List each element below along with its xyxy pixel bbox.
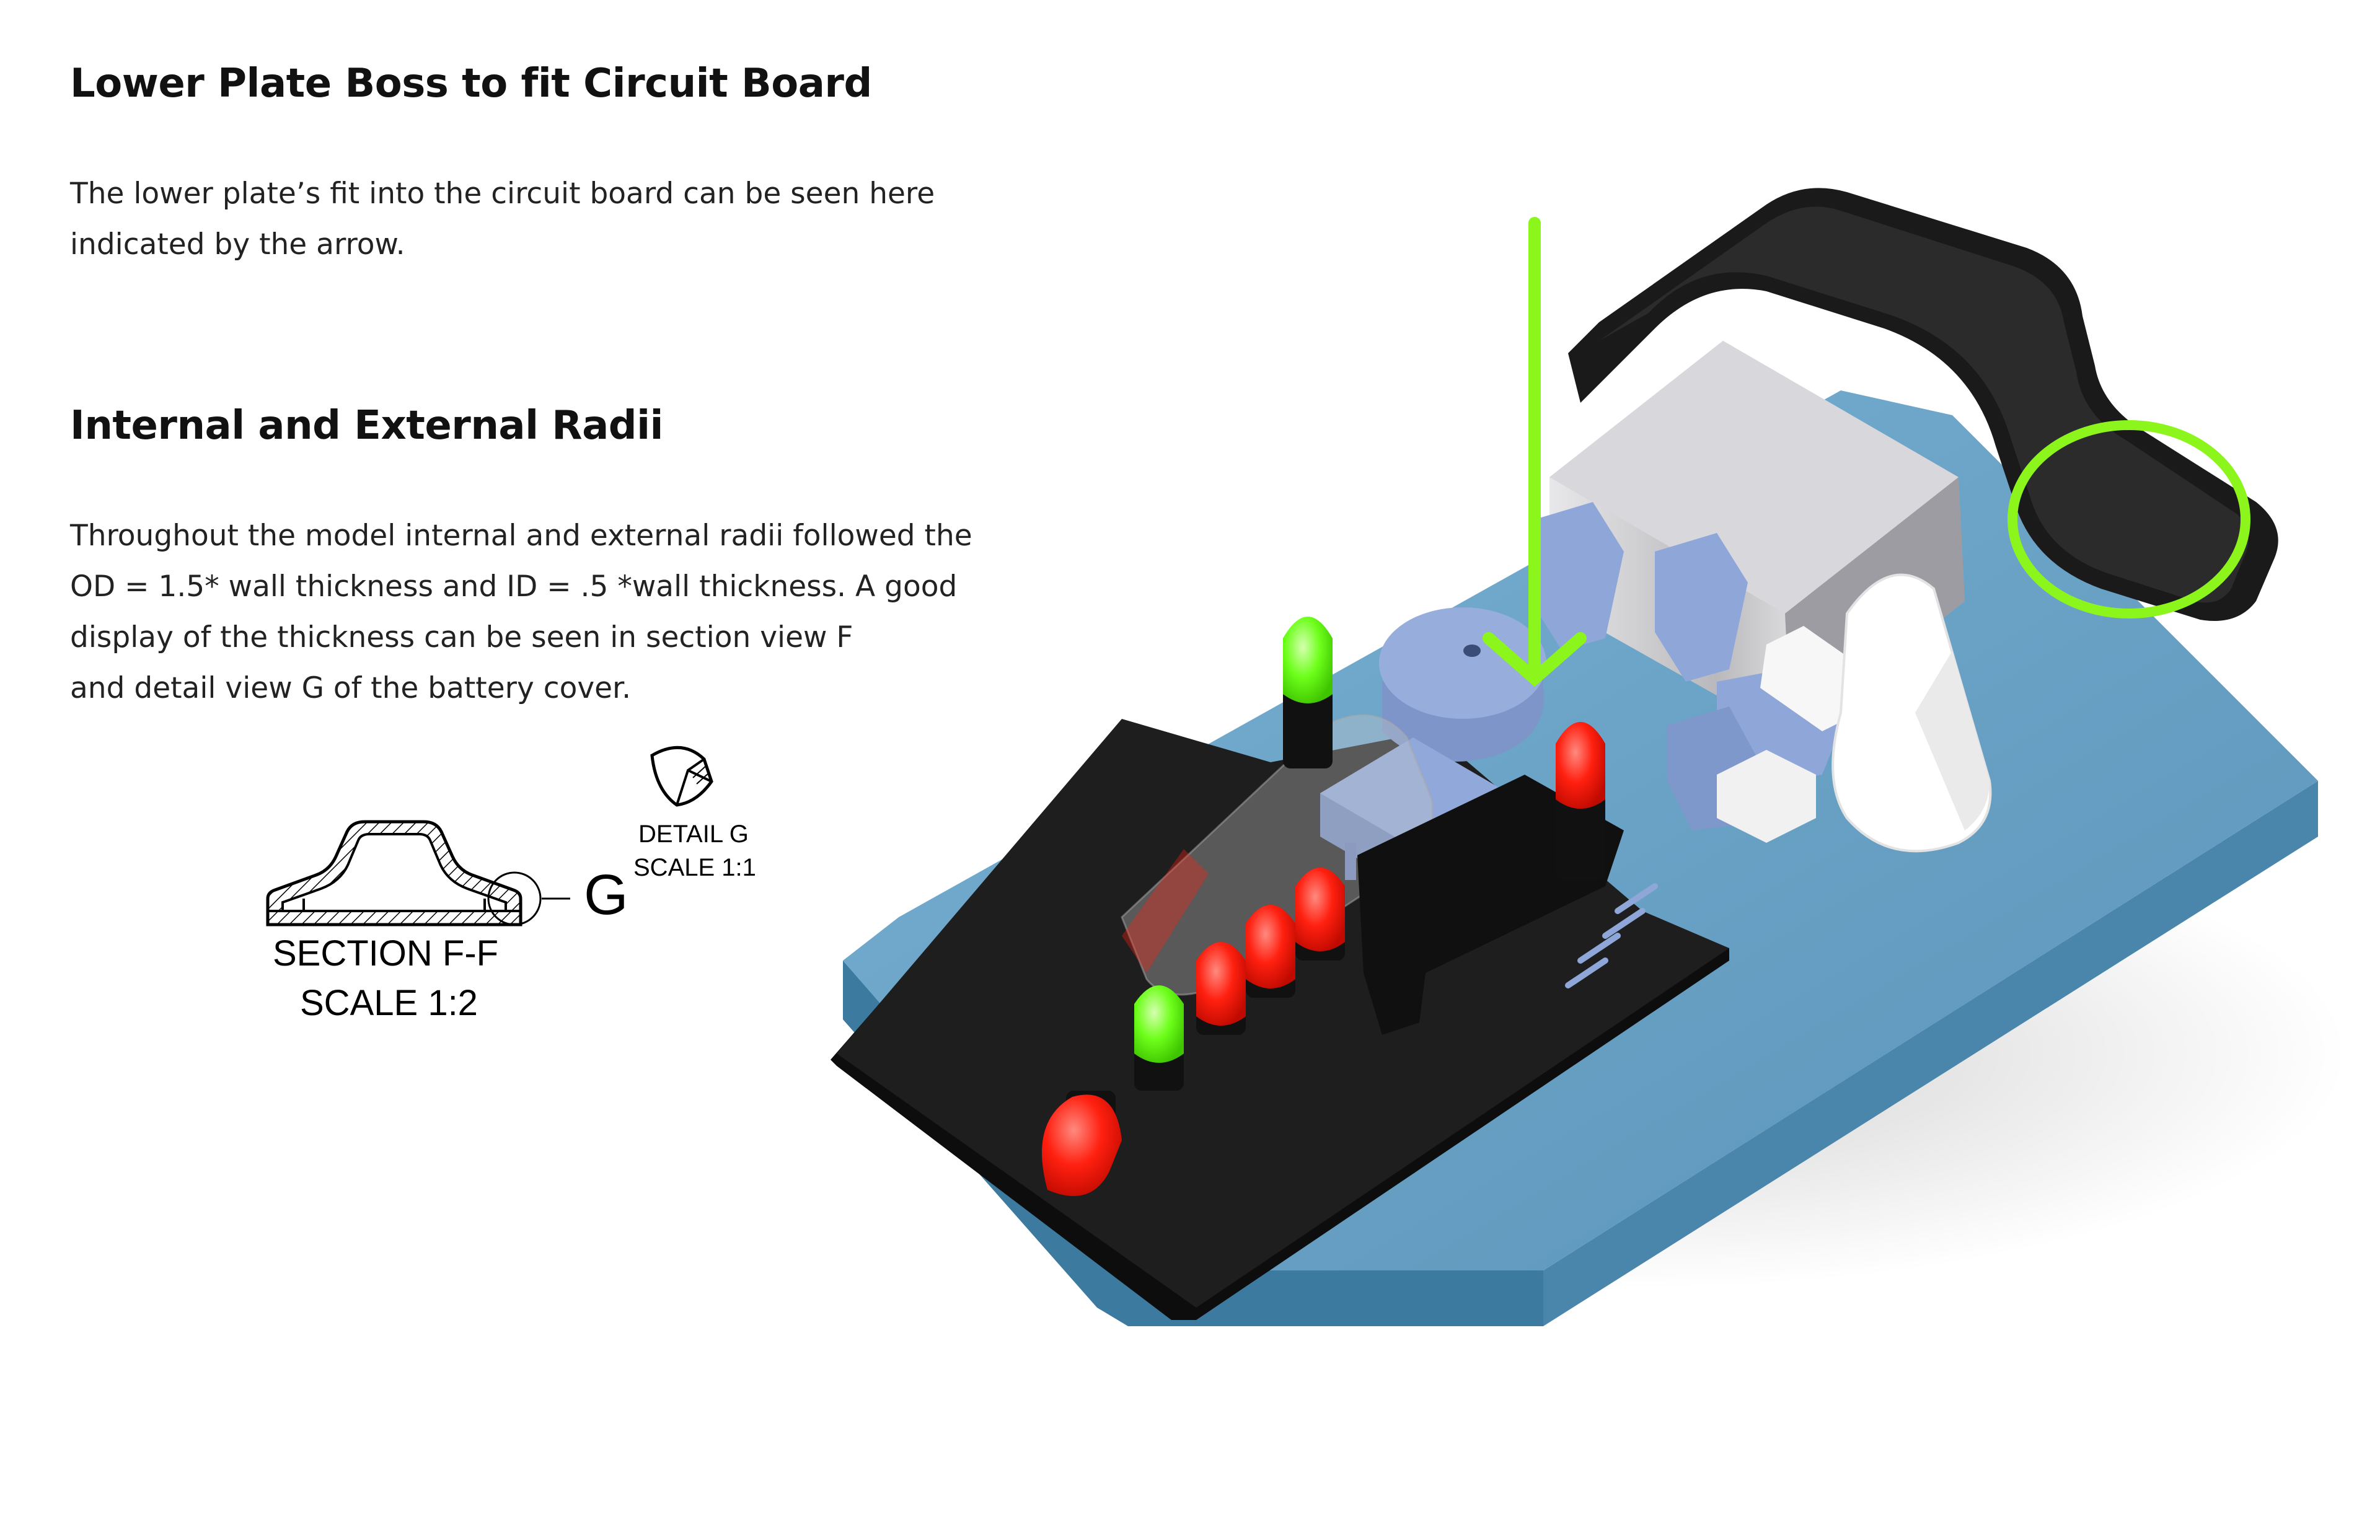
led-green-front (1134, 985, 1184, 1091)
detail-title: DETAIL G (638, 821, 749, 848)
paragraph-line: and detail view G of the battery cover. (70, 671, 632, 705)
led-red-1 (1196, 942, 1246, 1035)
annotation-circle (2008, 420, 2250, 618)
detail-view-drawing (650, 746, 713, 807)
led-red-2 (1246, 905, 1295, 998)
section-view-drawing (266, 820, 570, 926)
led-red-3 (1295, 868, 1345, 961)
paragraph-radii: Throughout the model internal and extern… (70, 511, 972, 714)
led-red-front (1042, 1091, 1122, 1196)
assembly-render (831, 188, 2349, 1326)
resistors (1565, 883, 1658, 988)
led-green-rear (1283, 617, 1333, 768)
heading-radii: Internal and External Radii (70, 403, 663, 449)
detail-letter: G (584, 863, 628, 926)
switch-lever (1717, 573, 1992, 853)
detail-callout-circle (487, 871, 542, 926)
detail-scale: SCALE 1:1 (633, 854, 756, 881)
paragraph-line: OD = 1.5* wall thickness and ID = .5 *wa… (70, 570, 958, 604)
section-title: SECTION F-F (273, 933, 499, 974)
paragraph-line: indicated by the arrow. (70, 227, 405, 262)
heading-lower-plate-boss: Lower Plate Boss to fit Circuit Board (70, 61, 872, 107)
battery-cover (1568, 188, 2278, 621)
paragraph-line: display of the thickness can be seen in … (70, 620, 853, 654)
led-red-rear (1556, 722, 1605, 880)
paragraph-line: Throughout the model internal and extern… (70, 519, 972, 553)
section-scale: SCALE 1:2 (300, 983, 478, 1023)
section-outline-inner (281, 833, 507, 912)
paragraph-lower-plate: The lower plate’s fit into the circuit b… (70, 169, 935, 270)
annotation-arrow (1483, 217, 1587, 687)
buzzer (1379, 607, 1546, 762)
paragraph-line: The lower plate’s fit into the circuit b… (70, 177, 935, 211)
